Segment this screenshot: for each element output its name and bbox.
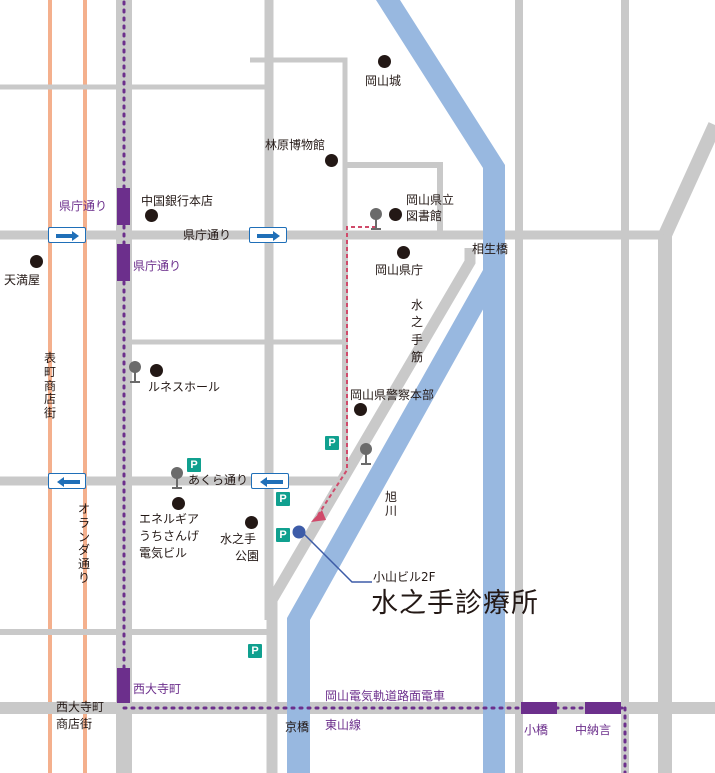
landmark-marker xyxy=(325,154,338,167)
parking-icon: P xyxy=(248,644,262,658)
walking-route xyxy=(317,226,376,516)
label-saidaijicho-shotengai-2: 商店街 xyxy=(56,717,93,731)
tram-stop-saidaijicho: 西大寺町 xyxy=(133,682,182,696)
tram-stops xyxy=(117,188,621,714)
tram-stop-kobashi: 小橋 xyxy=(524,723,549,737)
bus-stop-icon xyxy=(370,208,382,230)
landmark-marker xyxy=(378,55,391,68)
label-pref-library-1: 岡山県立 xyxy=(406,193,455,207)
parking-icon: P xyxy=(276,528,290,542)
label-akura-dori: あくら通り xyxy=(188,473,249,487)
label-tenmaya: 天満屋 xyxy=(4,273,41,287)
shopping-streets xyxy=(0,0,120,773)
clinic-building: 小山ビル2F xyxy=(373,570,436,584)
tram-stop-kencho-dori-south: 県庁通り xyxy=(133,259,182,273)
landmark-marker xyxy=(397,246,410,259)
one-way-west-sign xyxy=(251,473,289,489)
label-chugoku-bank: 中国銀行本店 xyxy=(141,194,214,208)
parking-icon: P xyxy=(276,492,290,506)
landmark-marker xyxy=(245,516,258,529)
arrow-left-icon xyxy=(57,477,80,487)
bus-stop-icon xyxy=(171,467,183,489)
label-park-1: 水之手 xyxy=(220,532,257,546)
route-arrowhead xyxy=(311,510,326,522)
arrow-right-icon xyxy=(257,231,280,241)
parking-icon: P xyxy=(187,458,201,472)
label-energia-2: うちさんげ xyxy=(139,529,200,543)
label-park-2: 公園 xyxy=(235,549,260,563)
bus-stop-icon xyxy=(360,443,372,465)
one-way-west-sign xyxy=(48,473,86,489)
label-aioi-bridge: 相生橋 xyxy=(472,242,509,256)
bus-stop-icon xyxy=(129,361,141,383)
clinic-marker xyxy=(292,525,306,539)
label-hayashibara-museum: 林原博物館 xyxy=(265,138,326,152)
tram-stop-kencho-dori-north: 県庁通り xyxy=(59,199,108,213)
label-police-hq: 岡山県警察本部 xyxy=(350,388,435,402)
label-okayama-castle: 岡山城 xyxy=(365,74,402,88)
landmark-marker xyxy=(150,364,163,377)
one-way-east-sign xyxy=(48,227,86,243)
landmark-marker xyxy=(30,255,43,268)
clinic-name: 水之手診療所 xyxy=(371,588,539,619)
label-kyobashi: 京橋 xyxy=(285,720,310,734)
landmark-marker xyxy=(354,403,367,416)
label-pref-library-2: 図書館 xyxy=(406,209,443,223)
label-omotecho: 表町商店街 xyxy=(43,351,56,421)
label-asahi-river: 旭川 xyxy=(384,490,397,518)
landmark-marker xyxy=(389,208,402,221)
tram-line-name-2: 東山線 xyxy=(325,718,362,732)
label-energia-3: 電気ビル xyxy=(139,546,188,560)
label-lunes-hall: ルネスホール xyxy=(148,380,221,394)
label-oranda-dori: オランダ通り xyxy=(77,502,90,585)
tram-stop-chunagon: 中納言 xyxy=(575,723,612,737)
label-kencho-dori: 県庁通り xyxy=(183,228,232,242)
label-saidaijicho-shotengai-1: 西大寺町 xyxy=(56,700,105,714)
arrow-right-icon xyxy=(56,231,79,241)
tram-line-name: 岡山電気軌道路面電車 xyxy=(325,689,446,703)
parking-icon: P xyxy=(325,436,339,450)
one-way-east-sign xyxy=(249,227,287,243)
asahi-river xyxy=(287,0,505,773)
arrow-left-icon xyxy=(260,477,283,487)
label-energia-1: エネルギア xyxy=(139,512,200,526)
landmark-marker xyxy=(145,209,158,222)
clinic-leader-line xyxy=(299,529,372,583)
label-pref-office: 岡山県庁 xyxy=(375,263,424,277)
label-mizunote-suji: 水之手筋 xyxy=(410,298,423,365)
landmark-marker xyxy=(172,497,185,510)
